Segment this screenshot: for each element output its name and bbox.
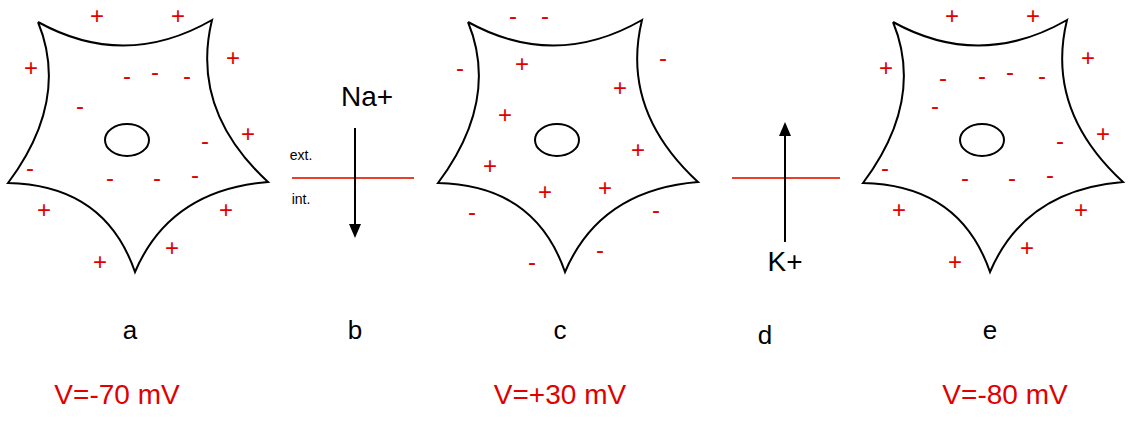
flux-arrow: [784, 134, 786, 242]
ion-label: K+: [767, 248, 802, 276]
cell-depolarized: [438, 20, 698, 272]
charge-sign: +: [892, 198, 906, 222]
voltage-value: V=-80 mV: [942, 381, 1067, 409]
charge-sign: -: [151, 60, 159, 84]
sodium-influx: [292, 128, 414, 238]
voltage-value: V=-70 mV: [54, 381, 179, 409]
charge-sign: -: [939, 66, 947, 90]
panel-letter: a: [123, 317, 137, 343]
charge-sign: -: [1056, 129, 1064, 153]
charge-sign: +: [219, 198, 233, 222]
charge-sign: -: [931, 94, 939, 118]
charge-sign: +: [226, 46, 240, 70]
charge-sign: +: [879, 56, 893, 80]
charge-sign: -: [596, 238, 604, 262]
panel-letter: e: [983, 317, 997, 343]
charge-sign: +: [1020, 236, 1034, 260]
charge-sign: -: [153, 166, 161, 190]
charge-sign: +: [90, 4, 104, 28]
charge-sign: -: [652, 198, 660, 222]
side-label: int.: [292, 192, 311, 206]
panel-letter: c: [554, 317, 567, 343]
charge-sign: -: [1038, 64, 1046, 88]
charge-sign: -: [183, 64, 191, 88]
charge-sign: +: [598, 176, 612, 200]
membrane-line: [292, 177, 414, 179]
charge-sign: +: [631, 138, 645, 162]
ion-label: Na+: [341, 83, 393, 111]
charge-sign: +: [93, 250, 107, 274]
arrow-head: [779, 122, 791, 136]
charge-sign: -: [191, 163, 199, 187]
nucleus: [960, 124, 1004, 156]
charge-sign: +: [1081, 46, 1095, 70]
voltage-value: V=+30 mV: [494, 381, 626, 409]
charge-sign: -: [76, 94, 84, 118]
charge-sign: -: [1006, 60, 1014, 84]
charge-sign: -: [659, 46, 667, 70]
charge-sign: +: [171, 4, 185, 28]
charge-sign: -: [1008, 166, 1016, 190]
charge-sign: -: [106, 166, 114, 190]
charge-sign: +: [515, 52, 529, 76]
arrow-head: [349, 224, 361, 238]
charge-sign: +: [945, 4, 959, 28]
charge-sign: -: [468, 200, 476, 224]
charge-sign: +: [37, 198, 51, 222]
cell-resting: [8, 20, 268, 272]
flux-arrow: [354, 128, 356, 226]
charge-sign: +: [1096, 122, 1110, 146]
charge-sign: -: [509, 4, 517, 28]
cell-hyperpolarized: [863, 20, 1123, 272]
charge-sign: +: [948, 250, 962, 274]
charge-sign: +: [498, 103, 512, 127]
nucleus: [535, 124, 579, 156]
charge-sign: +: [241, 122, 255, 146]
panel-letter: d: [758, 322, 772, 348]
charge-sign: +: [483, 154, 497, 178]
charge-sign: +: [1074, 198, 1088, 222]
charge-sign: -: [881, 156, 889, 180]
charge-sign: +: [24, 56, 38, 80]
charge-sign: -: [528, 250, 536, 274]
charge-sign: +: [1026, 4, 1040, 28]
nucleus: [105, 124, 149, 156]
side-label: ext.: [290, 148, 313, 162]
cell-outline: [438, 20, 698, 272]
potassium-efflux: [732, 122, 840, 242]
charge-sign: -: [123, 64, 131, 88]
charge-sign: -: [201, 129, 209, 153]
charge-sign: +: [613, 76, 627, 100]
charge-sign: -: [961, 166, 969, 190]
cell-outline: [8, 20, 268, 272]
charge-sign: -: [456, 56, 464, 80]
charge-sign: -: [26, 156, 34, 180]
charge-sign: +: [165, 236, 179, 260]
charge-sign: -: [1046, 163, 1054, 187]
panel-letter: b: [348, 317, 362, 343]
charge-sign: -: [541, 4, 549, 28]
charge-sign: +: [538, 180, 552, 204]
charge-sign: -: [978, 64, 986, 88]
cell-outline: [863, 20, 1123, 272]
